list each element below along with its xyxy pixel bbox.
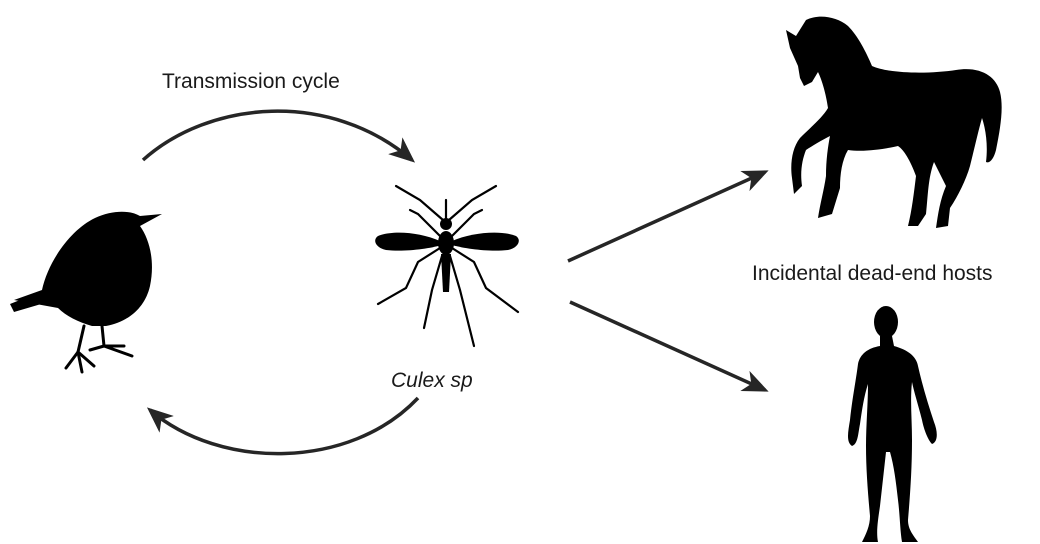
- horse-icon: [786, 17, 1002, 228]
- bird-icon: [10, 212, 162, 372]
- dead-end-hosts-label: Incidental dead-end hosts: [752, 262, 993, 286]
- human-icon: [848, 306, 937, 542]
- arrow-mosquito-to-bird: [150, 398, 418, 454]
- mosquito-icon: [375, 186, 519, 346]
- vector-species-label: Culex sp: [391, 369, 473, 393]
- arrow-bird-to-mosquito: [143, 111, 412, 160]
- transmission-cycle-label: Transmission cycle: [162, 70, 340, 94]
- arrow-mosquito-to-human: [570, 302, 765, 390]
- arrow-mosquito-to-horse: [568, 172, 765, 261]
